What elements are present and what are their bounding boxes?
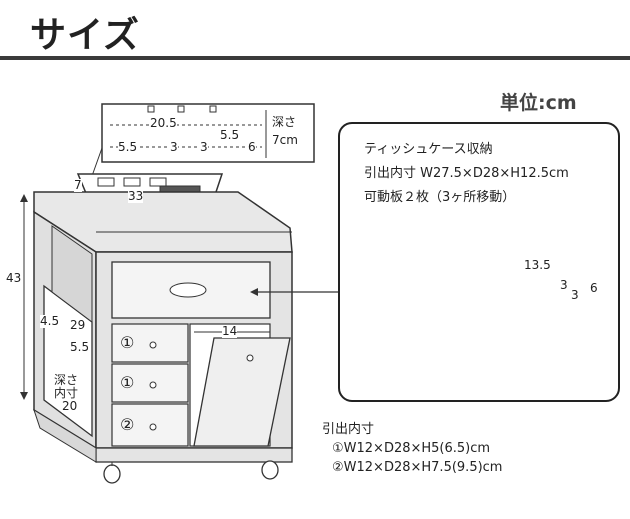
pocket-depth-value: 20	[62, 399, 78, 413]
pocket-inner-label: 内寸	[54, 386, 79, 400]
tray-section-1: 5.5	[118, 140, 138, 154]
drawer-mark-1: ①	[120, 333, 135, 352]
pocket-dim-a: 4.5	[40, 314, 60, 328]
tissue-case-shelves: 可動板２枚（3ヶ所移動）	[364, 190, 516, 205]
tray-width: 33	[128, 189, 144, 203]
tray-section-5: 6	[248, 140, 256, 154]
drawer-note-2: ②W12×D28×H7.5(9.5)cm	[332, 460, 503, 475]
drawer-notes-heading: 引出内寸	[322, 422, 375, 437]
pocket-dim-b: 29	[70, 318, 86, 332]
drawer-mark-2: ①	[120, 373, 135, 392]
pocket-dim-c: 5.5	[70, 340, 90, 354]
tissue-dim-b: 3	[571, 288, 579, 302]
drawer-mark-3: ②	[120, 415, 135, 434]
unit-label: 単位:cm	[500, 92, 577, 114]
bin-width: 14	[222, 324, 238, 338]
tissue-dim-a: 3	[560, 278, 568, 292]
tray-depth-value: 7cm	[272, 133, 298, 147]
title-underline	[0, 56, 630, 60]
tissue-case-heading: ティッシュケース収納	[364, 142, 493, 157]
tray-section-2: 3	[170, 140, 178, 154]
tray-section-3: 3	[200, 140, 208, 154]
tray-height: 7	[74, 178, 82, 192]
pocket-depth-label: 深さ	[54, 373, 79, 387]
page-title: サイズ	[30, 15, 140, 56]
tray-section-4: 5.5	[220, 128, 240, 142]
cabinet-height: 43	[6, 271, 22, 285]
tray-total-width: 20.5	[150, 116, 177, 130]
tissue-case-callout: ティッシュケース収納 引出内寸 W27.5×D28×H12.5cm 可動板２枚（…	[338, 122, 620, 402]
tissue-dim-c: 6	[590, 281, 598, 295]
tissue-dim-height: 13.5	[524, 258, 551, 272]
drawer-note-1: ①W12×D28×H5(6.5)cm	[332, 441, 491, 456]
tray-depth-label: 深さ	[272, 115, 297, 129]
tissue-case-inner-size: 引出内寸 W27.5×D28×H12.5cm	[364, 166, 569, 181]
drawer-notes: 引出内寸 ①W12×D28×H5(6.5)cm ②W12×D28×H7.5(9.…	[322, 418, 502, 475]
